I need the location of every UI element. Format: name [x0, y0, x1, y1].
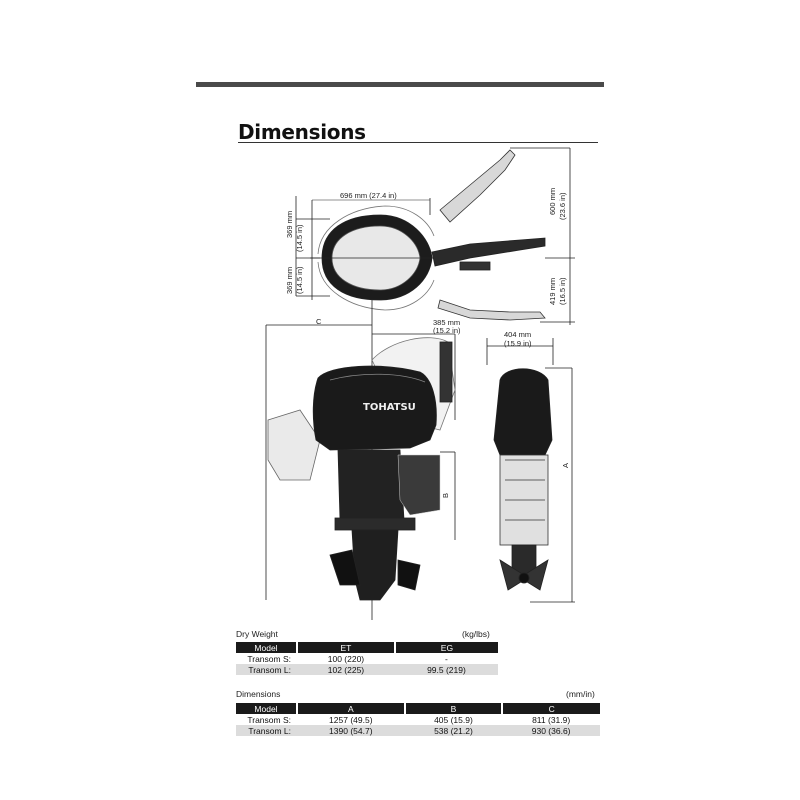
dim-label-a: A: [561, 463, 570, 468]
dimensions-caption: Dimensions: [236, 689, 281, 699]
dim-label-b: B: [441, 493, 450, 498]
dim-419-mm: 419 mm: [548, 278, 557, 305]
dim-369-bottom-in: (14.5 in): [295, 266, 304, 294]
side-view: TOHATSU: [265, 324, 456, 601]
dim-width-696: 696 mm (27.4 in): [340, 191, 397, 200]
row-label: Transom L:: [236, 664, 297, 675]
title-underline: [238, 142, 598, 143]
table-cell: 99.5 (219): [394, 664, 498, 675]
dim-label-c: C: [316, 317, 322, 326]
header-cell: C: [502, 703, 600, 714]
dim-419-in: (16.5 in): [558, 277, 567, 305]
table-header-row: Model ET EG: [236, 642, 498, 653]
table-row: Transom S: 1257 (49.5) 405 (15.9) 811 (3…: [236, 714, 600, 725]
table-cell: 538 (21.2): [404, 725, 503, 736]
brand-logo: TOHATSU: [363, 402, 416, 413]
row-label: Transom L:: [236, 725, 297, 736]
header-cell: ET: [297, 642, 396, 653]
table-cell: -: [445, 653, 448, 664]
dry-weight-caption: Dry Weight: [236, 629, 278, 639]
top-view: [295, 147, 575, 620]
dimensions-table: Model A B C Transom S: 1257 (49.5) 405 (…: [236, 703, 600, 736]
row-label: Transom S:: [247, 714, 291, 725]
header-cell: B: [404, 703, 504, 714]
dim-404-mm: 404 mm: [504, 330, 531, 339]
table-row: Transom L: 1390 (54.7) 538 (21.2) 930 (3…: [236, 725, 600, 736]
dimensions-unit: (mm/in): [566, 689, 595, 699]
dim-369-bottom-mm: 369 mm: [285, 267, 294, 294]
header-cell: Model: [236, 642, 298, 653]
table-cell: 102 (225): [297, 664, 395, 675]
header-cell: Model: [236, 703, 298, 714]
dim-369-top-mm: 369 mm: [285, 211, 294, 238]
dim-600-in: (23.6 in): [558, 192, 567, 220]
dry-weight-table: Model ET EG Transom S: 100 (220) - Trans…: [236, 642, 498, 675]
table-row: Transom L: 102 (225) 99.5 (219): [236, 664, 498, 675]
table-cell: 100 (220): [327, 653, 365, 664]
dim-404-in: (15.9 in): [504, 339, 532, 348]
table-cell: 405 (15.9): [434, 714, 473, 725]
table-cell: 1390 (54.7): [297, 725, 405, 736]
page-title: Dimensions: [238, 120, 366, 144]
dim-385-mm: 385 mm: [433, 318, 460, 327]
table-cell: 811 (31.9): [532, 714, 571, 725]
dim-369-top-in: (14.5 in): [295, 224, 304, 252]
top-rule: [196, 82, 604, 87]
header-cell: A: [297, 703, 406, 714]
table-header-row: Model A B C: [236, 703, 600, 714]
table-cell: 1257 (49.5): [329, 714, 373, 725]
table-row: Transom S: 100 (220) -: [236, 653, 498, 664]
row-label: Transom S:: [247, 653, 291, 664]
dim-385-in: (15.2 in): [433, 326, 461, 335]
dim-600-mm: 600 mm: [548, 188, 557, 215]
rear-view: [486, 338, 575, 603]
table-cell: 930 (36.6): [502, 725, 600, 736]
dry-weight-unit: (kg/lbs): [462, 629, 490, 639]
header-cell: EG: [394, 642, 498, 653]
